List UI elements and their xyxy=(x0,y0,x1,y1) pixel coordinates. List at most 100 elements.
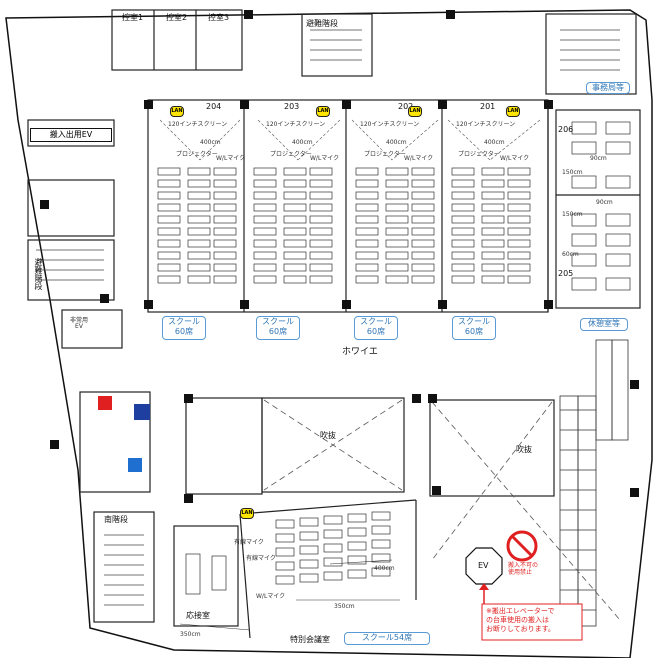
desk xyxy=(253,239,277,248)
desk xyxy=(355,239,379,248)
desk xyxy=(507,167,531,176)
void-label: 吹抜 xyxy=(516,445,532,454)
desk xyxy=(507,263,531,272)
desk xyxy=(451,239,475,248)
room-number-206: 206 xyxy=(558,125,574,134)
wmic-label: W/Lマイク xyxy=(256,593,286,600)
desk xyxy=(385,203,409,212)
desk xyxy=(253,215,277,224)
desk xyxy=(507,251,531,260)
south-stairs-label: 南階段 xyxy=(104,515,128,524)
room-number-205: 205 xyxy=(558,269,574,278)
meeting-desk xyxy=(347,527,367,537)
wmic-label: W/Lマイク xyxy=(500,155,530,162)
dim-400-label: 400cm xyxy=(386,139,407,146)
desk xyxy=(157,275,181,284)
desk xyxy=(157,179,181,188)
desk xyxy=(213,239,237,248)
capacity-label-202: スクール 60席 xyxy=(354,316,398,340)
desk xyxy=(309,191,333,200)
desk xyxy=(507,179,531,188)
desk xyxy=(481,215,505,224)
meeting-desk xyxy=(371,525,391,535)
desk xyxy=(411,227,435,236)
desk xyxy=(411,275,435,284)
desk xyxy=(283,275,307,284)
desk xyxy=(187,263,211,272)
table xyxy=(571,141,597,155)
room-number-202: 202 xyxy=(398,102,414,111)
desk xyxy=(451,227,475,236)
meeting-desks xyxy=(185,511,391,595)
desk xyxy=(253,203,277,212)
meeting-desk xyxy=(371,567,391,577)
dim-150-label: 150cm xyxy=(562,211,583,218)
desk xyxy=(451,203,475,212)
projector-label: プロジェクター xyxy=(458,151,500,158)
sofa xyxy=(211,555,227,591)
desk xyxy=(507,203,531,212)
room-evac-stairs-top: 避難階段 xyxy=(306,19,338,28)
desk xyxy=(213,215,237,224)
warning-arrow xyxy=(479,583,489,604)
desk xyxy=(283,215,307,224)
desk xyxy=(385,191,409,200)
desk xyxy=(283,179,307,188)
desk xyxy=(481,239,505,248)
desk xyxy=(157,239,181,248)
meeting-desk xyxy=(323,515,343,525)
desk xyxy=(481,191,505,200)
table xyxy=(571,233,597,247)
desk xyxy=(253,251,277,260)
desk xyxy=(253,191,277,200)
desk xyxy=(157,191,181,200)
meeting-desk xyxy=(371,553,391,563)
meeting-desk xyxy=(299,517,319,527)
desk xyxy=(283,191,307,200)
desk xyxy=(507,215,531,224)
desk xyxy=(481,179,505,188)
dim-90-label: 90cm xyxy=(590,155,607,162)
capacity-label-201: スクール 60席 xyxy=(452,316,496,340)
desk xyxy=(507,275,531,284)
projector-label: プロジェクター xyxy=(364,151,406,158)
desk xyxy=(283,251,307,260)
desk xyxy=(213,167,237,176)
meeting-desk xyxy=(275,519,295,529)
wired-mic-label: 有線マイク xyxy=(246,555,276,562)
dim-400-label: 400cm xyxy=(374,565,395,572)
desk xyxy=(355,251,379,260)
capacity-label-204: スクール 60席 xyxy=(162,316,206,340)
desk xyxy=(309,215,333,224)
elevator-octagon xyxy=(465,547,503,585)
screen-label: 120インチスクリーン xyxy=(168,121,228,128)
table xyxy=(605,253,631,267)
escalators xyxy=(559,339,629,627)
desk xyxy=(157,227,181,236)
meeting-desk xyxy=(275,561,295,571)
desk xyxy=(451,251,475,260)
desk xyxy=(451,263,475,272)
desk xyxy=(355,179,379,188)
office-label: 事務局等 xyxy=(586,82,630,94)
desk xyxy=(411,251,435,260)
desk xyxy=(309,179,333,188)
desk xyxy=(253,263,277,272)
desk xyxy=(157,251,181,260)
rest-room-label: 休憩室等 xyxy=(580,318,628,331)
desk xyxy=(385,251,409,260)
special-meeting-capacity: スクール54席 xyxy=(344,632,430,645)
table xyxy=(571,175,597,189)
desk xyxy=(309,275,333,284)
desk xyxy=(481,227,505,236)
desk xyxy=(187,191,211,200)
meeting-desk xyxy=(347,541,367,551)
desk xyxy=(309,203,333,212)
room-number-204: 204 xyxy=(206,102,222,111)
meeting-desk xyxy=(299,559,319,569)
desk xyxy=(411,179,435,188)
desk xyxy=(481,251,505,260)
screen-label: 120インチスクリーン xyxy=(360,121,420,128)
desk xyxy=(411,215,435,224)
